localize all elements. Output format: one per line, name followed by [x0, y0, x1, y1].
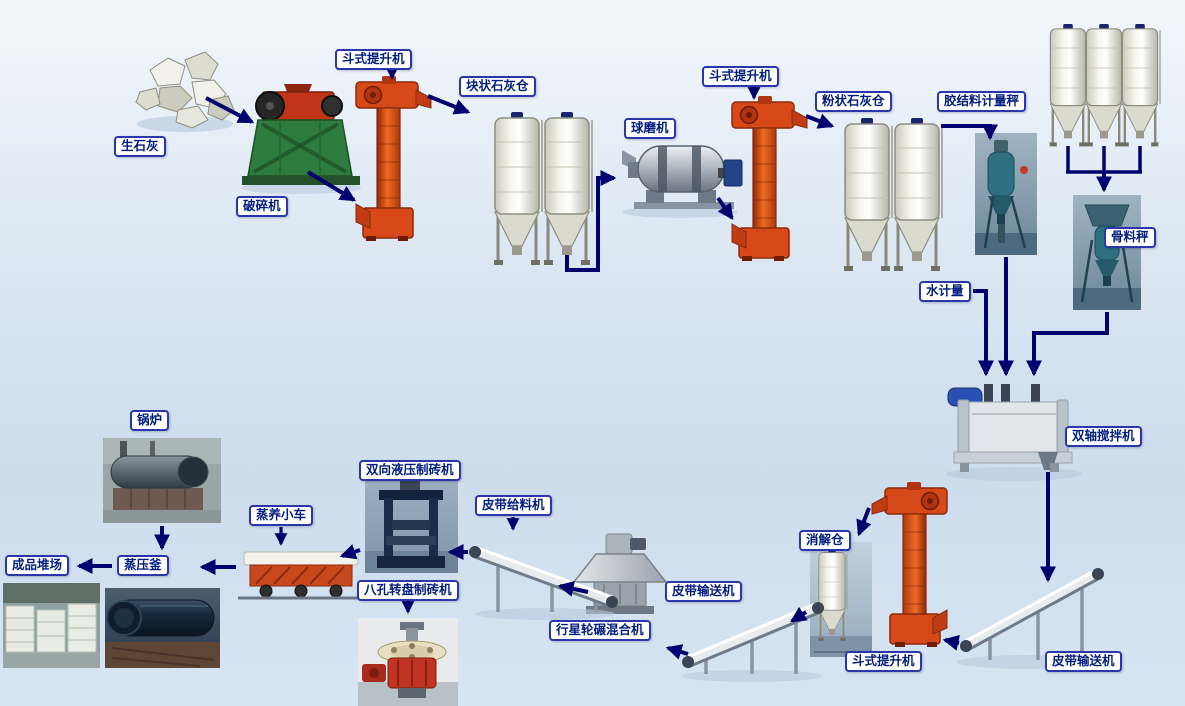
label-binder-metering-scale: 胶结料计量秤 — [937, 91, 1027, 112]
label-bucket-elevator-2: 斗式提升机 — [702, 66, 779, 87]
label-belt-conveyor-mid: 皮带输送机 — [665, 581, 742, 602]
arrow-planetary-mixer-to-feeder — [557, 581, 589, 597]
lump-lime-silos-graphic — [492, 110, 594, 267]
label-belt-conveyor-right: 皮带输送机 — [1045, 651, 1122, 672]
bucket-elevator-3-graphic — [871, 481, 948, 648]
arrow-rocks-to-crusher — [205, 96, 255, 124]
arrow-slaking-silo-to-conveyor — [789, 606, 808, 623]
hydraulic-brick-press-photo — [365, 480, 458, 573]
autoclave-photo — [105, 588, 220, 668]
jaw-crusher-graphic — [241, 84, 361, 194]
twin-shaft-mixer-graphic — [946, 384, 1082, 481]
arrow-conveyor-to-planetary-mixer — [665, 644, 689, 660]
boiler-photo — [103, 438, 221, 523]
arrow-elevator2-to-silos — [805, 113, 835, 129]
product-yard-photo — [3, 583, 100, 668]
arrow-crusher-to-elevator1 — [306, 170, 357, 202]
label-boiler: 锅炉 — [130, 410, 170, 431]
aggregate-scale-photo — [1073, 195, 1141, 310]
limestone-rocks-graphic — [135, 51, 235, 132]
arrow-ballmill-to-elevator2 — [716, 196, 734, 220]
arrow-aggregate-to-mixer — [1026, 312, 1109, 377]
powder-lime-silos-graphic — [842, 116, 944, 273]
arrow-silos-to-ballmill — [565, 170, 617, 272]
ball-mill-graphic — [622, 145, 743, 218]
binder-silos-graphic — [1048, 22, 1162, 148]
label-belt-feeder: 皮带给料机 — [475, 495, 552, 516]
rotary-brick-press-photo — [358, 618, 458, 706]
arrow-press-to-trolley — [339, 544, 361, 560]
label-curing-trolley: 蒸养小车 — [249, 505, 314, 526]
arrow-silos-to-binder-scale — [941, 124, 998, 141]
arrow-elevator1-to-silos — [427, 94, 471, 115]
flow-arrows — [76, 67, 1142, 660]
label-slaking-silo: 消解仓 — [799, 530, 851, 551]
silo-collector-lines — [1066, 146, 1142, 174]
arrow-elevator3-to-slaking-silo — [856, 507, 872, 537]
label-crusher: 破碎机 — [236, 196, 288, 217]
label-quicklime: 生石灰 — [114, 136, 166, 157]
binder-scale-photo — [975, 133, 1037, 255]
arrow-water-to-mixer — [973, 289, 994, 377]
slaking-silo-photo — [810, 542, 872, 657]
label-water-metering: 水计量 — [919, 281, 971, 302]
label-product-yard: 成品堆场 — [5, 555, 70, 576]
label-planetary-mixer: 行星轮碾混合机 — [549, 620, 651, 641]
label-powder-lime-silo: 粉状石灰仓 — [815, 91, 892, 112]
bucket-elevator-1-graphic — [355, 75, 432, 242]
planetary-mixer-graphic — [572, 533, 668, 614]
arrow-conveyor-to-elevator3 — [942, 635, 960, 651]
label-lump-lime-silo: 块状石灰仓 — [459, 76, 536, 97]
label-autoclave: 蒸压釜 — [117, 555, 169, 576]
label-bucket-elevator-3: 斗式提升机 — [845, 651, 922, 672]
label-bucket-elevator-1: 斗式提升机 — [335, 49, 412, 70]
belt-feeder-graphic — [469, 545, 618, 620]
bucket-elevator-2-graphic — [731, 95, 808, 262]
label-ball-mill: 球磨机 — [624, 118, 676, 139]
curing-trolley-graphic — [238, 551, 364, 600]
label-hydraulic-brick-press: 双向液压制砖机 — [359, 460, 461, 481]
label-twin-shaft-mixer: 双轴搅拌机 — [1065, 426, 1142, 447]
label-aggregate-scale: 骨料秤 — [1104, 227, 1156, 248]
label-rotary-brick-press: 八孔转盘制砖机 — [357, 580, 459, 601]
